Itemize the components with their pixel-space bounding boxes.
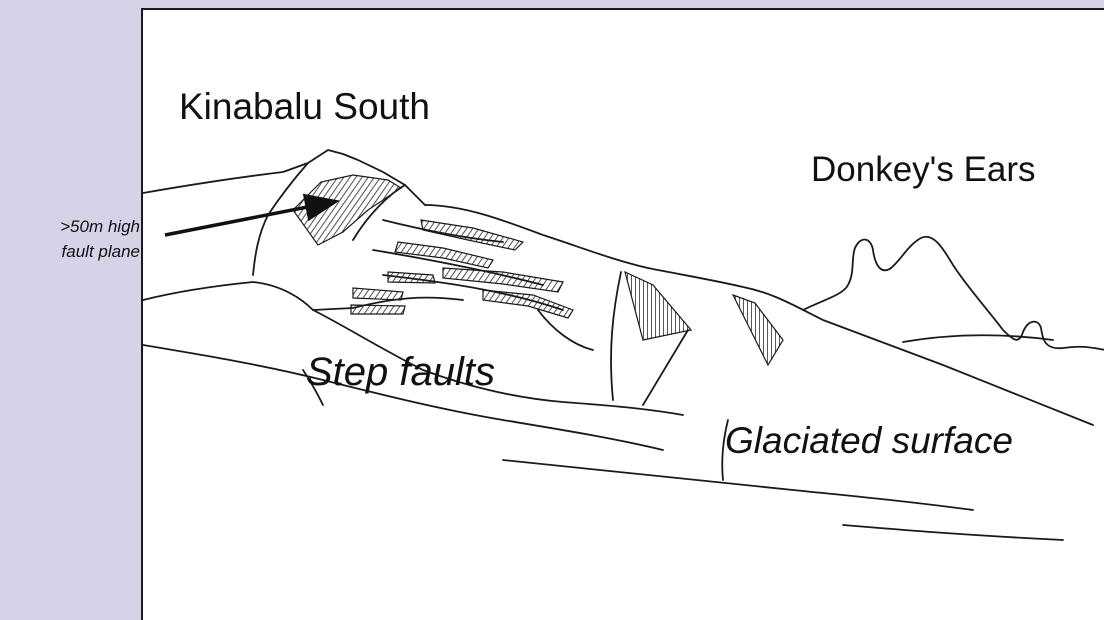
fault-plane-annotation: >50m high fault plane: [0, 214, 140, 264]
glaciated-surface-label: Glaciated surface: [725, 420, 1013, 462]
donkeys-ears-outline: [803, 237, 1104, 350]
wedge-fault-1: [625, 272, 691, 340]
donkeys-ears-label: Donkey's Ears: [811, 150, 1036, 190]
step-layer-3: [443, 268, 563, 292]
fault-plane-label: fault plane: [0, 239, 140, 264]
lower-ridge: [143, 282, 463, 310]
step-layer-7: [351, 305, 405, 314]
base-line-1: [503, 460, 973, 510]
base-line-2: [843, 525, 1063, 540]
wedge-fault-2: [733, 295, 783, 365]
fault-line-2: [643, 330, 688, 405]
step-layer-5: [388, 272, 435, 283]
fault-height-label: >50m high: [0, 214, 140, 239]
kinabalu-south-label: Kinabalu South: [179, 86, 430, 128]
step-layer-2: [395, 242, 493, 268]
step-faults-label: Step faults: [306, 350, 495, 395]
step-layer-1: [421, 220, 523, 250]
step-layer-4: [483, 290, 573, 318]
step-layer-6: [353, 288, 403, 300]
foothill-right: [903, 335, 1053, 342]
fault-line-1: [611, 272, 621, 400]
sketch-panel: Kinabalu South Donkey's Ears Step faults…: [141, 8, 1104, 620]
fault-plane-hatch: [293, 175, 401, 245]
